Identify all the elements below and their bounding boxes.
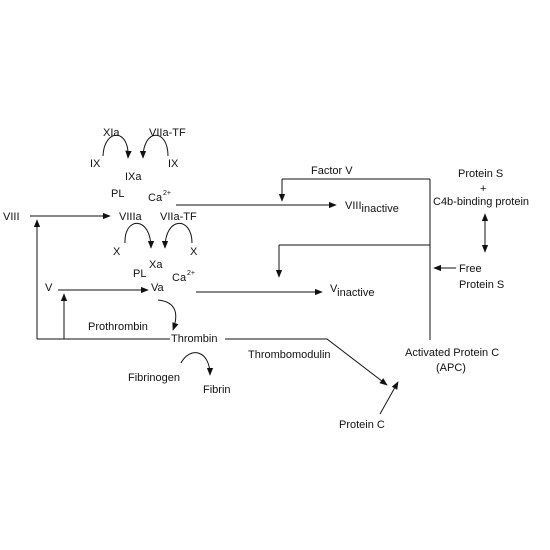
viiia-x-curved-arrow bbox=[124, 222, 155, 249]
label-viia-tf-top: VIIa-TF bbox=[149, 127, 186, 139]
label-protein-c: Protein C bbox=[339, 419, 385, 431]
label-viia-tf-mid: VIIa-TF bbox=[160, 211, 197, 223]
label-ca-top: Ca bbox=[148, 192, 163, 204]
label-prothrombin: Prothrombin bbox=[88, 321, 148, 333]
viii-inactive-main: VIII bbox=[345, 200, 362, 212]
viia-tf-curved-arrow bbox=[139, 134, 169, 159]
label-thrombomodulin: Thrombomodulin bbox=[248, 349, 331, 361]
label-thrombin: Thrombin bbox=[171, 333, 217, 345]
label-viiia: VIIIa bbox=[119, 211, 143, 223]
label-ix-left: IX bbox=[90, 158, 101, 170]
label-free: Free bbox=[459, 263, 482, 275]
label-c4b-binding-protein: C4b-binding protein bbox=[433, 196, 529, 208]
label-ix-right: IX bbox=[168, 158, 179, 170]
label-apc-line1: Activated Protein C bbox=[405, 347, 499, 359]
label-viii: VIII bbox=[3, 211, 20, 223]
prothrombin-curved-arrow bbox=[157, 299, 179, 331]
viia-tf-x-curved-arrow bbox=[161, 222, 193, 249]
label-v: V bbox=[45, 282, 53, 294]
label-va: Va bbox=[151, 282, 165, 294]
label-xa: Xa bbox=[149, 259, 163, 271]
label-fibrinogen: Fibrinogen bbox=[128, 372, 180, 384]
fibrinogen-curved-arrow bbox=[180, 352, 214, 376]
label-x-left: X bbox=[113, 246, 121, 258]
label-xia: XIa bbox=[103, 127, 120, 139]
label-ca-mid: Ca bbox=[172, 272, 187, 284]
viii-inactive-subscript: inactive bbox=[362, 203, 399, 215]
label-plus: + bbox=[480, 183, 486, 195]
label-ixa: IXa bbox=[125, 171, 142, 183]
label-ca-mid-superscript: 2+ bbox=[187, 270, 195, 277]
xia-curved-arrow bbox=[102, 134, 132, 159]
label-apc-line2: (APC) bbox=[436, 362, 466, 374]
label-pl-mid: PL bbox=[133, 268, 146, 280]
label-v-inactive: Vinactive bbox=[330, 283, 374, 299]
label-protein-s-free: Protein S bbox=[459, 279, 504, 291]
v-inactive-subscript: inactive bbox=[337, 287, 374, 299]
label-factor-v: Factor V bbox=[311, 165, 353, 177]
thrombin-to-apc-arrow bbox=[225, 338, 388, 386]
protein-c-to-apc-arrow bbox=[379, 381, 399, 415]
label-fibrin: Fibrin bbox=[203, 384, 231, 396]
label-ca-top-superscript: 2+ bbox=[163, 190, 171, 197]
v-inactive-main: V bbox=[330, 283, 338, 295]
label-protein-s-top: Protein S bbox=[458, 168, 503, 180]
label-x-right: X bbox=[190, 246, 198, 258]
label-viii-inactive: VIIIinactive bbox=[345, 200, 399, 215]
label-pl-top: PL bbox=[111, 188, 124, 200]
